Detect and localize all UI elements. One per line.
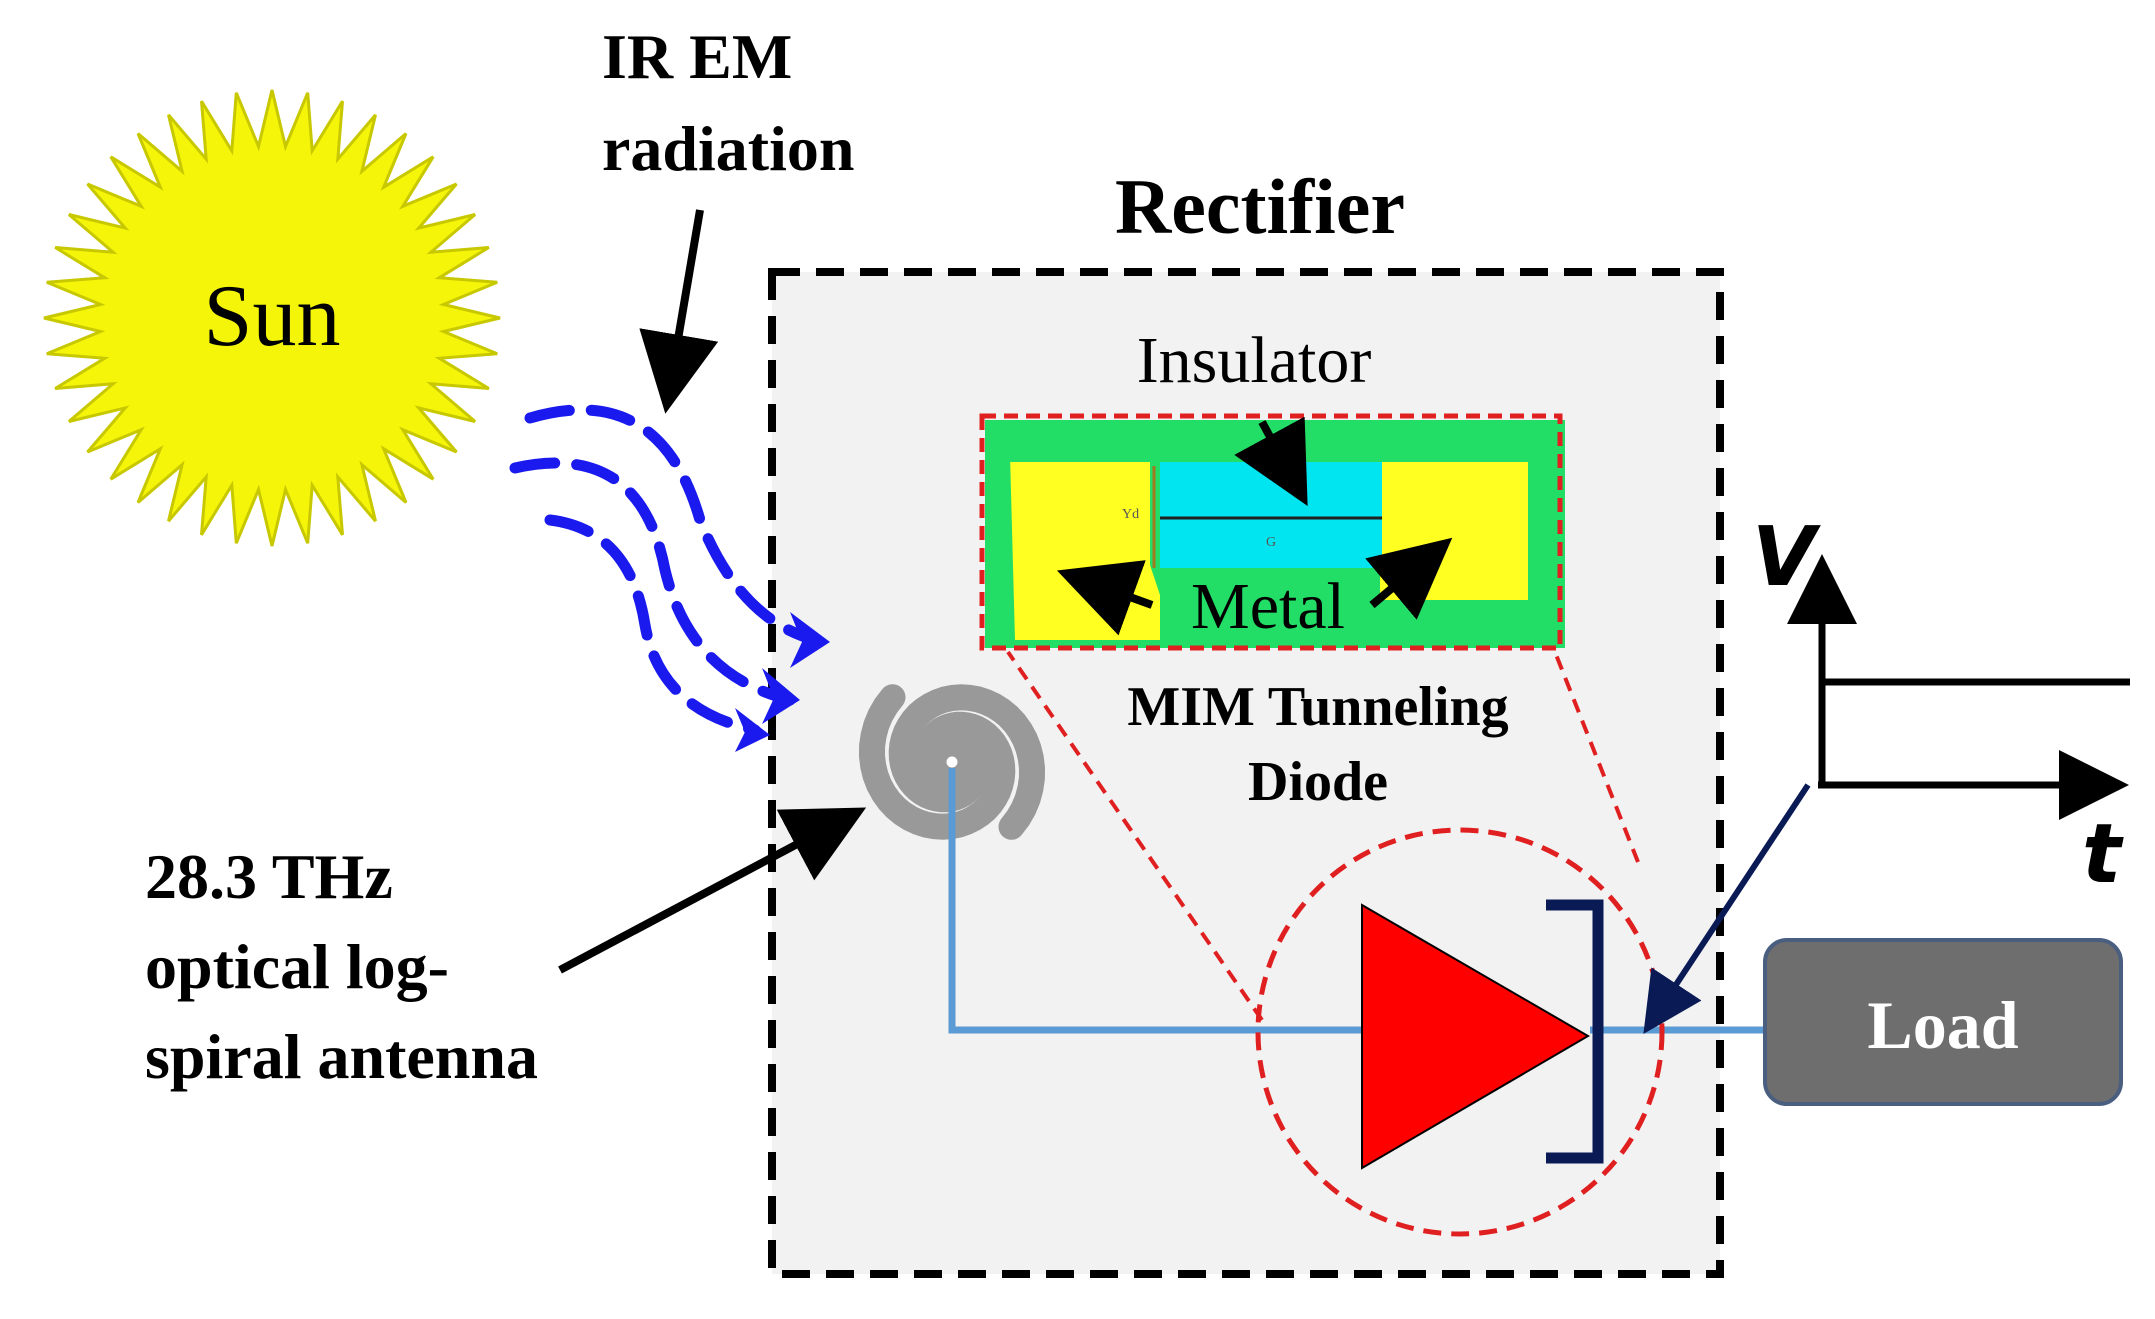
inset-frame — [979, 413, 1563, 651]
output-voltage-graph: V t — [1752, 510, 2130, 902]
inset-dim-label-2: G — [1266, 535, 1276, 550]
zoom-line-left — [1006, 650, 1264, 1022]
metal-pointer-arrow-left — [1056, 560, 1154, 636]
green-top-right — [1375, 425, 1555, 462]
sun-label: Sun — [204, 268, 341, 365]
metal-label: Metal — [1191, 570, 1345, 643]
graph-axis-t: t — [2082, 807, 2124, 902]
diode-symbol-icon — [1361, 899, 1604, 1170]
sun-icon: Sun — [43, 89, 501, 547]
graph-axis-v: V — [1752, 510, 1821, 605]
insulator-region — [1160, 462, 1382, 568]
diode-caption-line2: Diode — [1248, 751, 1388, 813]
load-label: Load — [1867, 987, 2018, 1063]
radiation-label-line2: radiation — [602, 113, 854, 184]
diode-caption-line1: MIM Tunneling — [1127, 676, 1508, 738]
insulator-label: Insulator — [1137, 324, 1372, 397]
antenna-label-line2: optical log- — [145, 931, 449, 1002]
radiation-waves — [509, 404, 821, 736]
antenna-label-line1: 28.3 THz — [145, 841, 393, 912]
metal-left — [1010, 455, 1160, 640]
radiation-pointer-arrow — [639, 209, 719, 414]
radiation-label-line1: IR EM — [602, 21, 792, 92]
antenna-label-line3: spiral antenna — [145, 1021, 538, 1092]
radiation-arrowheads — [735, 612, 830, 752]
rectifier-label: Rectifier — [1115, 163, 1405, 250]
zoom-line-right — [1553, 651, 1640, 863]
graph-pointer-arrow — [1643, 783, 1811, 1035]
metal-pointer-arrow-right — [1365, 537, 1453, 620]
insulator-pointer-arrow — [1234, 416, 1308, 507]
load-box: Load — [1763, 938, 2123, 1106]
antenna-pointer-arrow — [558, 807, 867, 974]
log-spiral-antenna-icon — [858, 684, 1046, 840]
circuit-wire — [948, 768, 1370, 1034]
inset-dim-label-1: Yd — [1122, 507, 1139, 522]
